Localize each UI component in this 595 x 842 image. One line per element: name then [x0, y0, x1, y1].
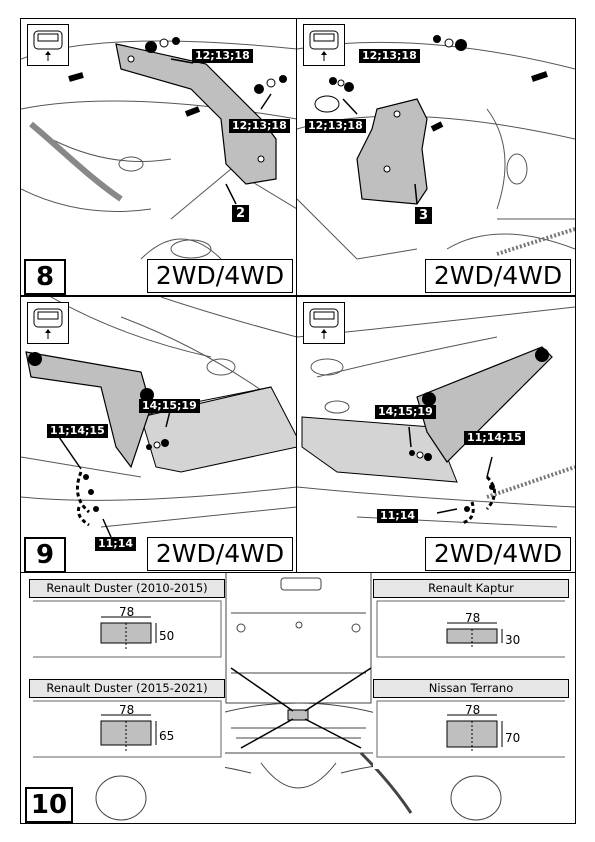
cutout-height: 65: [159, 729, 175, 743]
cutout-height: 50: [159, 629, 175, 643]
step-9-left-panel: 14;15;19 11;14;15 11;14 9 2WD/4WD: [20, 296, 298, 574]
fastener-callout: 12;13;18: [229, 119, 290, 133]
car-front-icon: [303, 302, 345, 344]
model-name: Nissan Terrano: [373, 679, 569, 698]
cutout-width: 78: [119, 703, 135, 717]
drive-variant-label: 2WD/4WD: [425, 537, 571, 571]
cutout-width: 78: [465, 611, 481, 625]
step-8-right-panel: 12;13;18 12;13;18 3 2WD/4WD: [296, 18, 576, 296]
fastener-callout: 11;14: [95, 537, 137, 551]
model-name: Renault Duster (2010-2015): [29, 579, 225, 598]
fastener-callout: 12;13;18: [305, 119, 366, 133]
car-front-icon: [303, 24, 345, 66]
fastener-callout: 14;15;19: [139, 399, 200, 413]
model-name: Renault Kaptur: [373, 579, 569, 598]
drive-variant-label: 2WD/4WD: [425, 259, 571, 293]
fastener-callout: 11;14;15: [47, 424, 108, 438]
step-8-left-drawing: [21, 37, 297, 260]
drive-variant-label: 2WD/4WD: [147, 259, 293, 293]
cutout-height: 70: [505, 731, 521, 745]
step-number: 10: [25, 787, 73, 823]
fastener-callout: 11;14: [377, 509, 419, 523]
fastener-callout: 14;15;19: [375, 405, 436, 419]
model-diagram: Nissan Terrano 78 70: [373, 679, 569, 769]
step-8-left-panel: 12;13;18 12;13;18 2 8 2WD/4WD: [20, 18, 298, 296]
car-front-icon: [27, 24, 69, 66]
step-10-panel: Renault Duster (2010-2015) 78 50 Renault…: [20, 572, 576, 824]
step-number: 8: [24, 259, 66, 295]
fastener-callout: 11;14;15: [464, 431, 525, 445]
fastener-callout: 12;13;18: [192, 49, 253, 63]
model-diagram: Renault Duster (2010-2015) 78 50: [29, 579, 225, 669]
step-8-right-drawing: [297, 35, 575, 260]
model-name: Renault Duster (2015-2021): [29, 679, 225, 698]
model-diagram: Renault Duster (2015-2021) 78 65: [29, 679, 225, 769]
model-diagram: Renault Kaptur 78 30: [373, 579, 569, 669]
cutout-diagram: [33, 700, 222, 758]
cutout-height: 30: [505, 633, 521, 647]
step-10-drawing: [95, 573, 502, 821]
part-number-badge: 2: [232, 205, 249, 222]
cutout-width: 78: [119, 605, 135, 619]
cutout-diagram: [376, 600, 565, 658]
step-9-right-panel: 14;15;19 11;14;15 11;14 2WD/4WD: [296, 296, 576, 574]
step-number: 9: [24, 537, 66, 573]
cutout-diagram: [376, 700, 565, 758]
cutout-width: 78: [465, 703, 481, 717]
car-front-icon: [27, 302, 69, 344]
part-number-badge: 3: [415, 207, 432, 224]
drive-variant-label: 2WD/4WD: [147, 537, 293, 571]
fastener-callout: 12;13;18: [359, 49, 420, 63]
step-9-right-drawing: [297, 306, 575, 528]
cutout-diagram: [33, 600, 222, 658]
